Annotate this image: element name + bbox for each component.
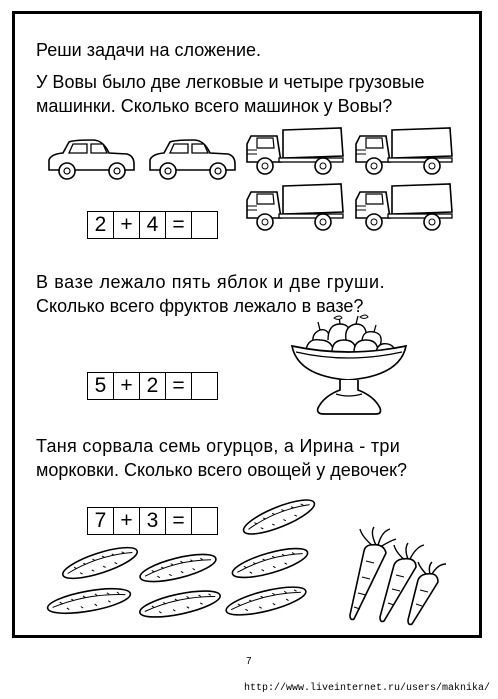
carrot-illustration xyxy=(349,526,397,621)
equation-cell: 4 xyxy=(140,212,166,238)
carrot-illustration xyxy=(407,561,447,626)
answer-cell[interactable] xyxy=(192,212,217,238)
cucumber-illustration xyxy=(139,590,221,618)
fruit-bowl-illustration xyxy=(290,314,408,415)
task3-line1: Таня сорвала семь огурцов, а Ирина - три xyxy=(36,436,401,456)
task2-line1: В вазе лежало пять яблок и две груши. xyxy=(36,272,386,292)
equation-cell: + xyxy=(114,508,140,534)
cucumber-illustration xyxy=(139,553,217,583)
answer-cell[interactable] xyxy=(192,508,217,534)
cucumber-illustration xyxy=(242,499,316,535)
truck-illustration xyxy=(246,127,344,175)
equation-cell: 3 xyxy=(140,508,166,534)
worksheet-heading: Реши задачи на сложение. xyxy=(36,40,262,60)
cucumber-illustration xyxy=(61,546,139,580)
cucumber-illustration xyxy=(231,547,309,579)
equation-cell: 5 xyxy=(88,373,114,399)
task1-line2: машинки. Сколько всего машинок у Вовы? xyxy=(36,96,393,116)
footer-url[interactable]: http://www.liveinternet.ru/users/maknika… xyxy=(244,683,491,694)
truck-illustration xyxy=(355,127,453,175)
truck-illustration xyxy=(355,183,453,231)
equation-cell: = xyxy=(166,373,192,399)
equation-cell: = xyxy=(166,212,192,238)
equation-cell: 7 xyxy=(88,508,114,534)
equation-cell: 2 xyxy=(88,212,114,238)
cucumber-illustration xyxy=(46,587,132,615)
task1-equation: 2 + 4 = xyxy=(87,211,218,239)
car-illustration xyxy=(48,139,135,180)
task1-line1: У Вовы было две легковые и четыре грузов… xyxy=(36,72,425,92)
equation-cell: + xyxy=(114,212,140,238)
carrot-illustration xyxy=(379,542,425,623)
task2-line2: Сколько всего фруктов лежало в вазе? xyxy=(36,296,364,316)
car-illustration xyxy=(149,139,236,180)
worksheet-frame xyxy=(12,11,482,638)
equation-cell: 2 xyxy=(140,373,166,399)
equation-cell: = xyxy=(166,508,192,534)
truck-illustration xyxy=(246,183,344,231)
equation-cell: + xyxy=(114,373,140,399)
page-number: 7 xyxy=(246,656,252,667)
answer-cell[interactable] xyxy=(192,373,217,399)
task2-equation: 5 + 2 = xyxy=(87,372,218,400)
task3-line2: морковки. Сколько всего овощей у девочек… xyxy=(36,460,408,480)
cucumber-illustration xyxy=(225,586,307,616)
task3-equation: 7 + 3 = xyxy=(87,507,218,535)
